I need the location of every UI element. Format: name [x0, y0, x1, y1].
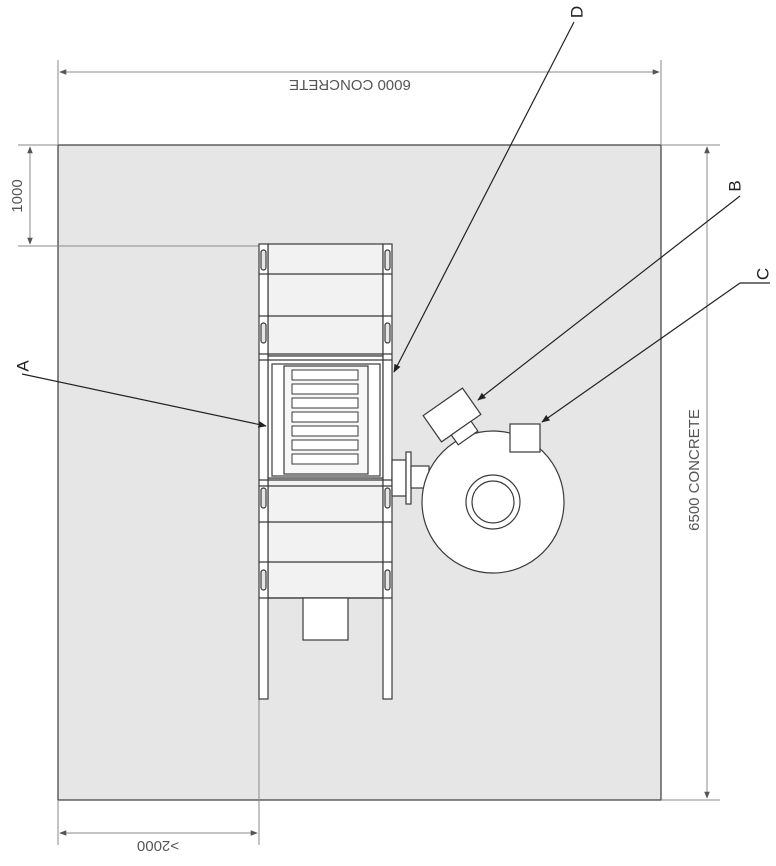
width-dimension [57, 60, 662, 145]
length-dimension [661, 144, 720, 801]
component-c [509, 423, 541, 453]
leader-a [21, 373, 267, 428]
callout-c: C [753, 268, 772, 280]
grate-bars [291, 369, 359, 465]
offset-dimension [18, 144, 270, 247]
leader-lines [21, 21, 770, 428]
clearance-dimension [57, 690, 260, 845]
width-dimension-label: 6000 CONCRETE [289, 76, 411, 93]
callout-b: B [725, 180, 744, 191]
leader-b [477, 195, 741, 401]
length-dimension-label: 6500 CONCRETE [686, 409, 703, 531]
component-b [422, 387, 482, 446]
callout-a: A [13, 360, 32, 372]
offset-dimension-label: 1000 [9, 179, 26, 212]
callout-d: D [567, 6, 586, 18]
clearance-dimension-label: >2000 [137, 837, 179, 854]
leader-d [393, 21, 575, 373]
drum-unit [421, 430, 565, 574]
